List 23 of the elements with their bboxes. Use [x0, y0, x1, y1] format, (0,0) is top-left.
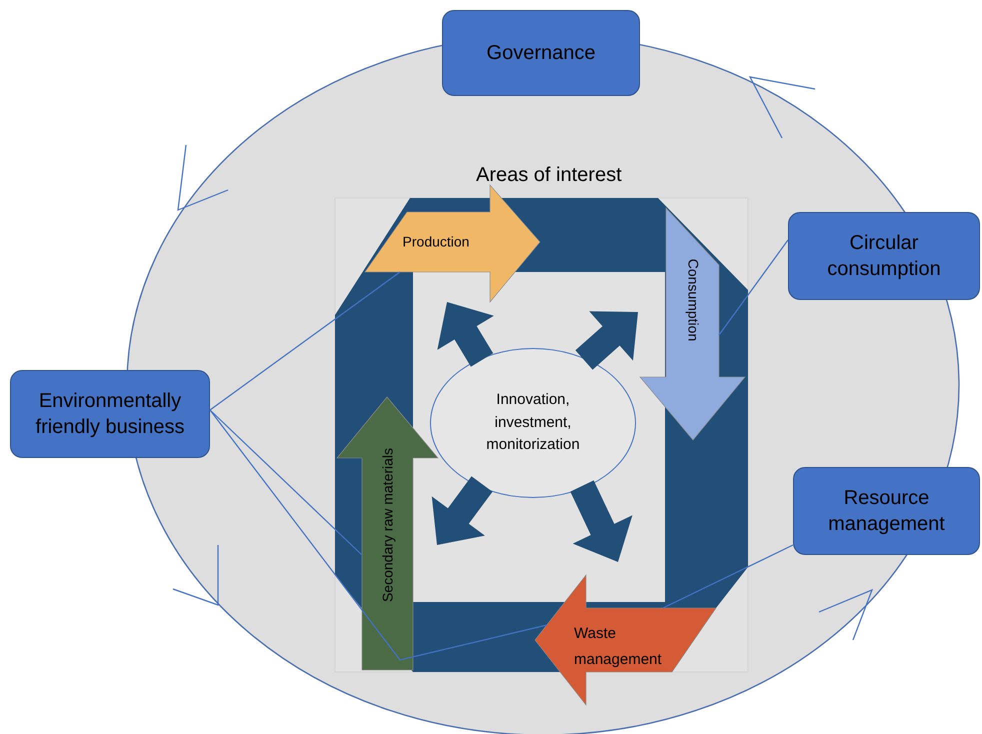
leader-line [210, 410, 362, 556]
leader-line [210, 410, 548, 661]
box-label: Circular consumption [826, 231, 942, 282]
box-label: Environmentally friendly business [34, 389, 186, 440]
rounded-box [793, 467, 980, 555]
block-arrow [570, 480, 632, 562]
block-arrow [437, 302, 494, 367]
arrow-label: Waste management [574, 624, 663, 670]
rounded-box [788, 212, 980, 300]
heading: Areas of interest [476, 164, 622, 187]
box-label: Governance [486, 41, 596, 66]
box-label: Resource management [827, 486, 946, 537]
arrow-label: Secondary raw materials [378, 448, 397, 602]
rounded-box [10, 370, 210, 458]
oval-label: Innovation, investment, monitorization [485, 390, 581, 456]
block-arrow [432, 476, 492, 545]
leader-line [210, 272, 400, 410]
arrow-label: Production [402, 232, 470, 252]
rounded-box [442, 10, 640, 96]
block-arrow [575, 311, 638, 370]
leader-line [662, 544, 794, 609]
arrow-label: Consumption [684, 258, 702, 342]
leader-line [718, 240, 788, 336]
